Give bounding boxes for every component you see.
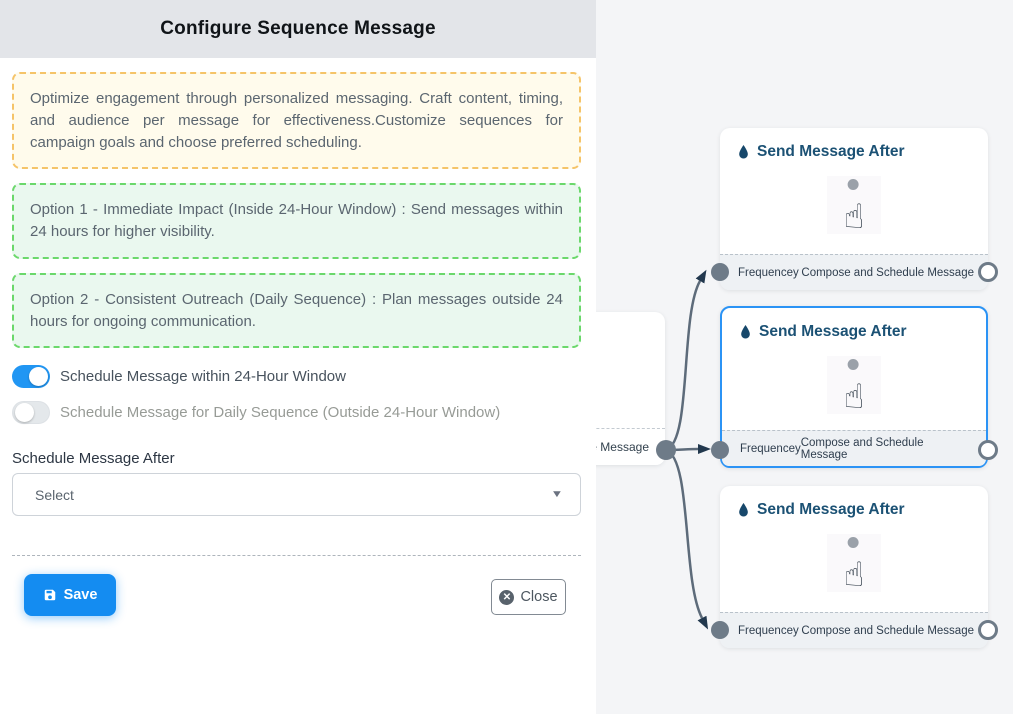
output-port[interactable] <box>978 262 998 282</box>
tap-hand-icon[interactable]: ☝ <box>827 534 881 592</box>
tap-hand-icon[interactable]: ☝ <box>827 356 881 414</box>
panel-body: Optimize engagement through personalized… <box>0 58 596 617</box>
schedule-after-label: Schedule Message After <box>12 450 175 468</box>
tap-dot <box>847 537 859 548</box>
node-send-message-after-3[interactable]: Send Message After ☝ Frequencey Compose … <box>711 486 998 648</box>
option-2-text: Option 2 - Consistent Outreach (Daily Se… <box>30 290 563 330</box>
pointing-hand-icon: ☝ <box>843 377 865 417</box>
option-1-note: Option 1 - Immediate Impact (Inside 24-H… <box>12 183 581 259</box>
close-label: Close <box>520 589 558 606</box>
droplet-icon <box>739 144 748 159</box>
source-node-footer: ce Message <box>596 428 665 465</box>
toggle-knob <box>15 403 34 423</box>
node-body: ☝ <box>720 161 988 249</box>
edge-to-node-1 <box>665 269 707 452</box>
node-title: Send Message After <box>720 128 988 161</box>
intro-note-text: Optimize engagement through personalized… <box>30 90 563 151</box>
input-port[interactable] <box>711 441 729 459</box>
tap-dot <box>847 179 859 190</box>
select-value: Select <box>35 486 74 503</box>
toggle-daily-sequence[interactable] <box>12 401 50 425</box>
output-port[interactable] <box>978 440 998 460</box>
source-node-footer-label: ce Message <box>596 440 649 454</box>
node-footer: Frequencey Compose and Schedule Message <box>722 430 986 466</box>
node-body: ☝ <box>720 519 988 607</box>
configure-panel: Configure Sequence Message Optimize enga… <box>0 0 596 617</box>
droplet-icon <box>741 324 750 339</box>
droplet-icon <box>739 502 748 517</box>
input-port[interactable] <box>711 621 729 639</box>
compose-schedule-label[interactable]: Compose and Schedule Message <box>801 624 974 637</box>
chevron-down-icon: ▼ <box>550 489 564 501</box>
panel-header: Configure Sequence Message <box>0 0 596 58</box>
pointing-hand-icon: ☝ <box>843 197 865 237</box>
compose-schedule-label[interactable]: Compose and Schedule Message <box>800 436 924 461</box>
toggle-24h-label: Schedule Message within 24-Hour Window <box>60 368 346 386</box>
save-floppy-icon <box>44 590 55 601</box>
source-node-partial[interactable]: ce Message <box>596 312 665 465</box>
toggle-row-daily: Schedule Message for Daily Sequence (Out… <box>12 401 581 425</box>
node-send-message-after-1[interactable]: Send Message After ☝ Frequencey Compose … <box>711 128 998 290</box>
flow-canvas[interactable]: ce Message Send Message After <box>596 0 1013 714</box>
panel-footer: Save ✕ Close <box>12 556 581 617</box>
node-footer: Frequencey Compose and Schedule Message <box>720 254 988 290</box>
node-send-message-after-2[interactable]: Send Message After ☝ Frequencey Compose … <box>711 306 998 468</box>
save-button[interactable]: Save <box>24 574 116 617</box>
tap-dot <box>847 359 859 370</box>
pointing-hand-icon: ☝ <box>843 555 865 595</box>
save-label: Save <box>63 587 98 604</box>
edge-to-node-3 <box>665 448 709 630</box>
tap-hand-icon[interactable]: ☝ <box>827 176 881 234</box>
output-port[interactable] <box>978 620 998 640</box>
node-title: Send Message After <box>720 486 988 519</box>
frequency-label[interactable]: Frequencey <box>740 442 801 455</box>
option-2-note: Option 2 - Consistent Outreach (Daily Se… <box>12 272 581 349</box>
close-icon: ✕ <box>499 589 515 605</box>
frequency-label[interactable]: Frequencey <box>738 624 799 637</box>
option-1-text: Option 1 - Immediate Impact (Inside 24-H… <box>30 201 563 240</box>
edge-to-node-2 <box>665 444 711 454</box>
toggle-row-24h: Schedule Message within 24-Hour Window <box>12 365 581 389</box>
toggle-24h-window[interactable] <box>12 365 50 389</box>
page-title: Configure Sequence Message <box>160 18 436 39</box>
schedule-after-select[interactable]: Select ▼ <box>12 473 581 517</box>
toggle-daily-label: Schedule Message for Daily Sequence (Out… <box>60 404 501 422</box>
input-port[interactable] <box>711 263 729 281</box>
node-body: ☝ <box>722 341 986 429</box>
footer-divider <box>12 555 581 557</box>
intro-note: Optimize engagement through personalized… <box>12 72 581 170</box>
node-title: Send Message After <box>722 308 986 341</box>
close-button[interactable]: ✕ Close <box>491 579 566 616</box>
toggle-knob <box>29 367 48 387</box>
compose-schedule-label[interactable]: Compose and Schedule Message <box>801 266 974 279</box>
node-footer: Frequencey Compose and Schedule Message <box>720 612 988 648</box>
frequency-label[interactable]: Frequencey <box>738 266 799 279</box>
